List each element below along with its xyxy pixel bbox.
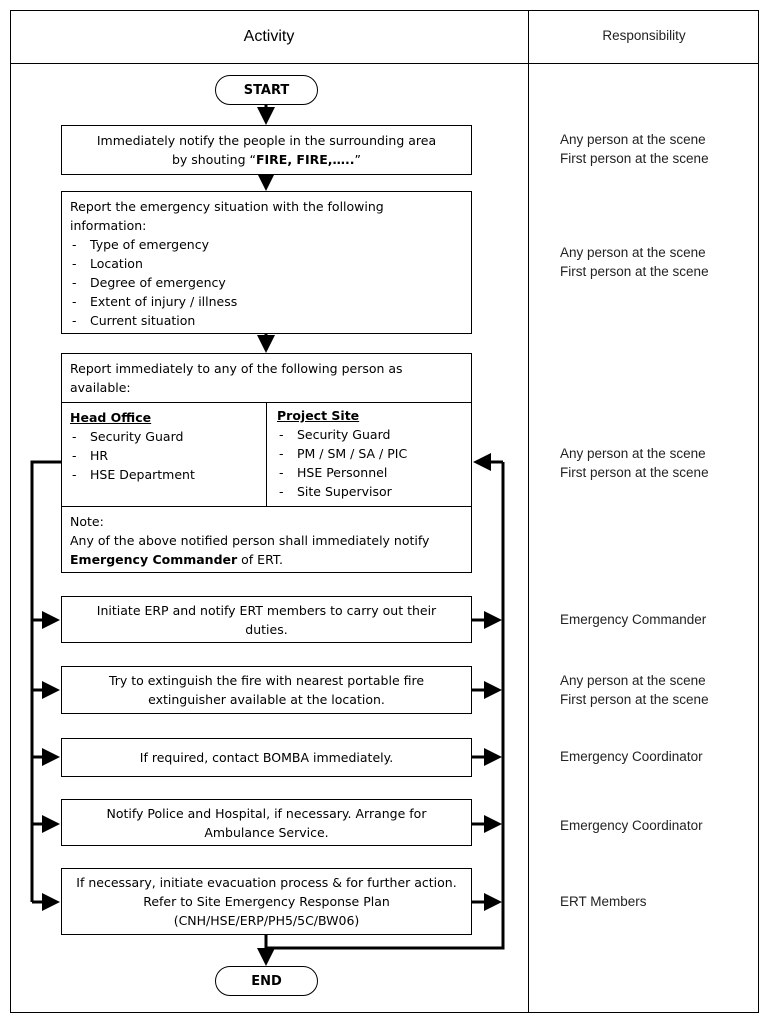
end-terminal: END	[215, 966, 318, 996]
list-item: HR	[70, 446, 258, 465]
responsibility-line: Any person at the scene	[560, 673, 706, 688]
responsibility-step8: ERT Members	[560, 893, 647, 912]
list-item: Extent of injury / illness	[70, 292, 463, 311]
list-item: Current situation	[70, 311, 463, 330]
step8-line1: If necessary, initiate evacuation proces…	[76, 875, 457, 909]
responsibility-step1: Any person at the scene First person at …	[560, 131, 709, 168]
responsibility-line: First person at the scene	[560, 150, 709, 166]
responsibility-line: Any person at the scene	[560, 132, 706, 147]
responsibility-step5: Any person at the scene First person at …	[560, 672, 709, 709]
activity-header: Activity	[243, 27, 295, 45]
step-notify-surrounding: Immediately notify the people in the sur…	[61, 125, 472, 175]
table-frame	[10, 10, 759, 1013]
project-site-section: Project Site Security Guard PM / SM / SA…	[266, 402, 472, 507]
step-notify-police: Notify Police and Hospital, if necessary…	[61, 799, 472, 846]
responsibility-line: Emergency Coordinator	[560, 818, 703, 833]
start-terminal: START	[215, 75, 318, 105]
step-report-situation: Report the emergency situation with the …	[61, 191, 472, 334]
left-branch-line	[30, 460, 61, 902]
project-site-title: Project Site	[277, 408, 360, 423]
list-item: HSE Department	[70, 465, 258, 484]
list-item: Site Supervisor	[277, 482, 461, 501]
step3-intro: Report immediately to any of the followi…	[70, 361, 403, 395]
header-divider	[10, 63, 759, 64]
step-initiate-erp: Initiate ERP and notify ERT members to c…	[61, 596, 472, 643]
step2-list: Type of emergency Location Degree of eme…	[70, 235, 463, 330]
step1-bold: FIRE, FIRE,…..	[255, 152, 355, 167]
responsibility-step7: Emergency Coordinator	[560, 817, 703, 836]
responsibility-header: Responsibility	[602, 28, 686, 44]
step-report-persons: Report immediately to any of the followi…	[61, 353, 472, 403]
list-item: HSE Personnel	[277, 463, 461, 482]
responsibility-line: First person at the scene	[560, 263, 709, 279]
responsibility-step2: Any person at the scene First person at …	[560, 244, 709, 281]
responsibility-line: Any person at the scene	[560, 446, 706, 461]
step5-text: Try to extinguish the fire with nearest …	[108, 673, 425, 707]
responsibility-line: First person at the scene	[560, 464, 709, 480]
list-item: Degree of emergency	[70, 273, 463, 292]
list-item: Security Guard	[70, 427, 258, 446]
responsibility-step4: Emergency Commander	[560, 611, 706, 630]
list-item: Type of emergency	[70, 235, 463, 254]
responsibility-line: Emergency Coordinator	[560, 749, 703, 764]
list-item: Location	[70, 254, 463, 273]
list-item: Security Guard	[277, 425, 461, 444]
right-merge-line	[266, 462, 505, 950]
head-office-list: Security Guard HR HSE Department	[70, 427, 258, 484]
responsibility-line: First person at the scene	[560, 691, 709, 707]
step1-line1: Immediately notify the people in the sur…	[96, 133, 437, 148]
step-extinguish-fire: Try to extinguish the fire with nearest …	[61, 666, 472, 714]
step6-text: If required, contact BOMBA immediately.	[139, 750, 394, 765]
head-office-section: Head Office Security Guard HR HSE Depart…	[61, 402, 267, 507]
step7-text: Notify Police and Hospital, if necessary…	[106, 805, 427, 840]
responsibility-step6: Emergency Coordinator	[560, 748, 703, 767]
responsibility-line: Any person at the scene	[560, 245, 706, 260]
step-evacuation: If necessary, initiate evacuation proces…	[61, 868, 472, 935]
note-title: Note:	[70, 514, 104, 529]
responsibility-step3: Any person at the scene First person at …	[560, 445, 709, 482]
head-office-title: Head Office	[70, 410, 152, 425]
step-contact-bomba: If required, contact BOMBA immediately.	[61, 738, 472, 777]
responsibility-line: Emergency Commander	[560, 612, 707, 627]
project-site-list: Security Guard PM / SM / SA / PIC HSE Pe…	[277, 425, 461, 501]
step2-intro: Report the emergency situation with the …	[70, 199, 384, 233]
step1-line2: by shouting “FIRE, FIRE,…..”	[171, 152, 362, 167]
step8-line2: (CNH/HSE/ERP/PH5/5C/BW06)	[173, 913, 360, 928]
note-section: Note: Any of the above notified person s…	[61, 506, 472, 573]
note-text: Any of the above notified person shall i…	[70, 533, 430, 567]
list-item: PM / SM / SA / PIC	[277, 444, 461, 463]
step4-text: Initiate ERP and notify ERT members to c…	[96, 602, 437, 637]
responsibility-line: ERT Members	[560, 894, 647, 909]
column-divider	[528, 10, 529, 1013]
